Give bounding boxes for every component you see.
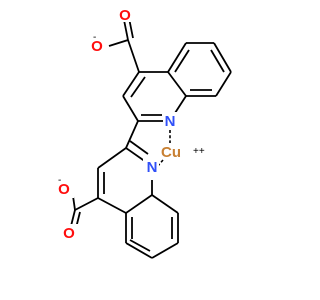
bond-carboxyl-ring-top xyxy=(127,39,140,73)
oxygen-atom-label: O xyxy=(119,7,131,24)
label-mask-n-top xyxy=(163,112,177,128)
nitrogen-atom-label: N xyxy=(165,113,176,130)
bond-ring-link xyxy=(125,120,139,149)
bond-top-benzo-1 xyxy=(167,42,187,73)
bond-bottom-c4-c4a xyxy=(97,197,127,214)
bond-c-o-top-single xyxy=(108,39,129,47)
oxygen-atom-label: O xyxy=(91,38,103,55)
oxygen-atom-label: O xyxy=(63,225,75,242)
bond-top-benzo-3-inner xyxy=(210,49,225,73)
bond-bottom-c2-c3 xyxy=(97,147,127,169)
bond-carboxyl-ring-bottom xyxy=(74,197,99,211)
label-mask-n-bottom xyxy=(143,158,159,176)
bond-top-c3-c2 xyxy=(122,95,139,122)
label-mask-o-bottom-anion xyxy=(56,180,74,198)
label-mask-o-top-anion xyxy=(88,38,108,56)
bond-top-benzo-4 xyxy=(215,71,232,97)
bond-bottom-benzo-4 xyxy=(125,242,153,259)
nitrogen-atom-label: N xyxy=(147,159,158,176)
copper-charge-label: ++ xyxy=(193,146,205,157)
oxygen-atom-label: O xyxy=(58,181,70,198)
bond-c-o-bottom-double-a xyxy=(70,209,76,227)
bond-top-n-c8a xyxy=(174,95,187,114)
negative-charge-label: - xyxy=(93,32,96,43)
bond-top-c4-c3-inner xyxy=(130,76,146,98)
structural-formula: O O - N Cu ++ N O - O xyxy=(56,6,232,259)
bond-layer xyxy=(70,17,232,259)
label-mask-o-bottom-carbonyl xyxy=(62,224,80,242)
bond-top-benzo-3 xyxy=(213,42,232,73)
bond-top-benzo-1-inner xyxy=(174,49,190,73)
bond-top-c4-c3 xyxy=(122,71,140,97)
negative-charge-label: - xyxy=(58,175,61,186)
bond-c-o-top-double-a xyxy=(123,19,129,41)
bond-c-o-bottom-single xyxy=(72,195,76,211)
label-mask-o-top-carbonyl xyxy=(118,6,132,22)
bond-top-c8a-c4a xyxy=(167,71,187,97)
copper-atom-label: Cu xyxy=(161,144,181,161)
bond-bottom-c2-n xyxy=(125,147,147,163)
label-mask-cu xyxy=(160,143,180,159)
bond-bottom-benzo-3 xyxy=(151,242,179,259)
bond-bottom-c2-n-inner xyxy=(129,140,149,155)
bond-bottom-benzo-1 xyxy=(151,194,179,214)
bond-bottom-c4a-c8a xyxy=(125,194,153,214)
bond-bottom-benzo-4-inner xyxy=(129,239,151,252)
atom-label-layer: O O - N Cu ++ N O - O xyxy=(56,6,205,242)
